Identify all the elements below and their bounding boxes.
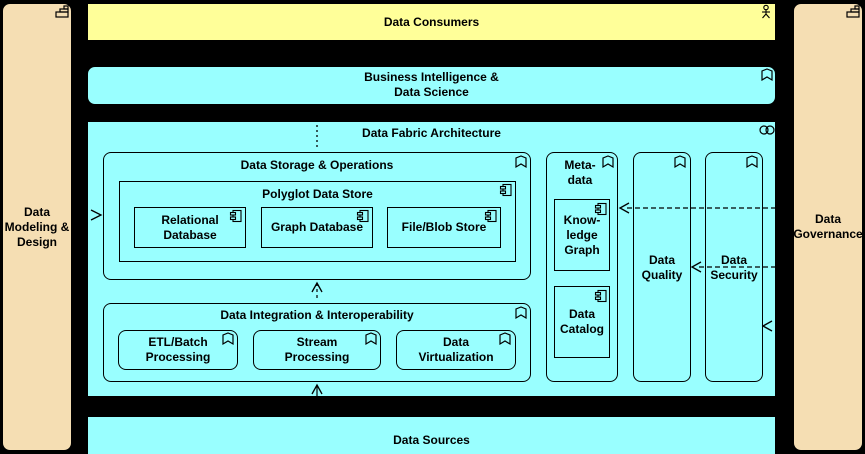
- data-virtualization-label: Data Virtualization: [418, 335, 494, 364]
- data-sources-box[interactable]: [87, 416, 776, 454]
- data-governance-label: Data Governance: [793, 212, 863, 241]
- graph-database-box[interactable]: [261, 207, 373, 248]
- stream-processing-box[interactable]: [253, 330, 381, 370]
- component-icon: [484, 209, 497, 223]
- business-intelligence-label: Business Intelligence & Data Science: [364, 70, 499, 99]
- relational-database-label: Relational Database: [161, 213, 219, 242]
- knowledge-graph-box[interactable]: [554, 199, 610, 271]
- collaboration-icon: [759, 125, 775, 135]
- stream-processing-label: Stream Processing: [284, 335, 350, 364]
- data-security-box[interactable]: [705, 152, 763, 382]
- function-icon: [222, 332, 234, 346]
- data-modeling-design-column[interactable]: [2, 3, 72, 451]
- function-icon: [515, 155, 527, 169]
- data-fabric-architecture-box[interactable]: [87, 121, 776, 397]
- data-modeling-design-label: Data Modeling & Design: [4, 205, 70, 249]
- arrowhead-governance-to-knowledge-graph: [618, 202, 630, 214]
- component-icon: [594, 202, 607, 216]
- actor-icon: [762, 4, 770, 19]
- data-catalog-label: Data Catalog: [559, 307, 604, 336]
- data-integration-interoperability-label: Data Integration & Interoperability: [220, 308, 414, 322]
- business-intelligence-box[interactable]: [87, 66, 776, 105]
- data-catalog-box[interactable]: [554, 286, 610, 358]
- function-icon: [602, 155, 614, 169]
- relational-database-box[interactable]: [134, 207, 246, 248]
- polyglot-data-store-box[interactable]: [119, 181, 516, 262]
- data-security-label: Data Security: [710, 253, 758, 282]
- component-icon: [356, 209, 369, 223]
- polyglot-data-store-label: Polyglot Data Store: [262, 187, 373, 201]
- data-storage-operations-box[interactable]: [103, 152, 531, 280]
- graph-database-label: Graph Database: [270, 220, 364, 234]
- arrowhead-governance-to-quality: [690, 261, 702, 273]
- metadata-label: Meta- data: [564, 158, 596, 187]
- etl-batch-processing-box[interactable]: [118, 330, 238, 370]
- arrowhead-sources-to-integration: [311, 383, 323, 395]
- arrowhead-modeling-to-storage: [90, 209, 103, 221]
- file-blob-store-label: File/Blob Store: [401, 220, 487, 234]
- data-storage-operations-label: Data Storage & Operations: [240, 158, 394, 172]
- file-blob-store-box[interactable]: [387, 207, 501, 248]
- component-icon: [499, 183, 512, 197]
- knowledge-graph-label: Know- ledge Graph: [563, 213, 601, 257]
- arrowhead-integration-to-storage: [311, 281, 323, 293]
- function-icon: [499, 332, 511, 346]
- data-sources-label: Data Sources: [393, 433, 470, 447]
- data-integration-interoperability-box[interactable]: [103, 303, 531, 382]
- function-icon: [515, 306, 527, 320]
- metadata-box[interactable]: [546, 152, 618, 382]
- data-quality-box[interactable]: [633, 152, 691, 382]
- arrowhead-governance-to-security: [761, 320, 773, 332]
- data-consumers-box[interactable]: [87, 3, 776, 41]
- grid-icon: [846, 5, 860, 18]
- function-icon: [674, 155, 686, 169]
- data-fabric-architecture-label: Data Fabric Architecture: [362, 126, 501, 140]
- function-icon: [365, 332, 377, 346]
- component-icon: [594, 289, 607, 303]
- data-governance-column[interactable]: [793, 3, 863, 451]
- grid-icon: [55, 5, 69, 18]
- data-consumers-label: Data Consumers: [383, 15, 480, 29]
- etl-batch-processing-label: ETL/Batch Processing: [145, 335, 211, 364]
- function-icon: [761, 68, 773, 82]
- data-quality-label: Data Quality: [641, 253, 683, 282]
- component-icon: [229, 209, 242, 223]
- data-virtualization-box[interactable]: [396, 330, 516, 370]
- function-icon: [746, 155, 758, 169]
